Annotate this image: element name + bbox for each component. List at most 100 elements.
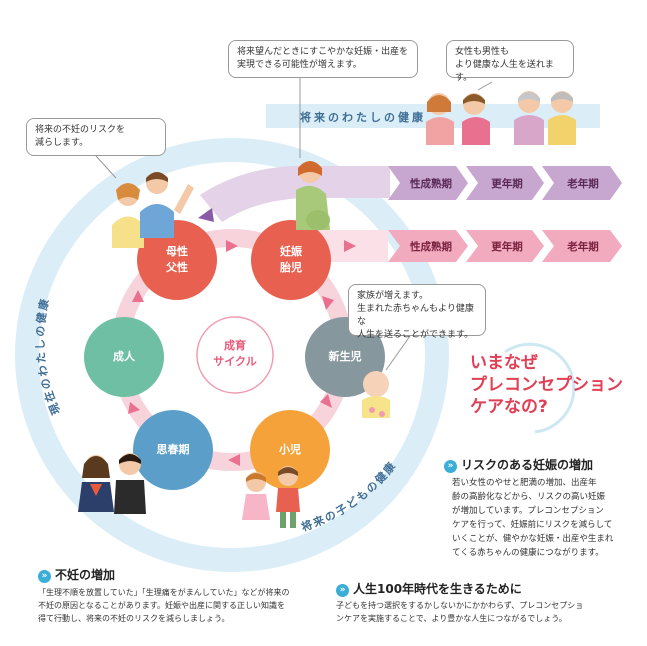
node-parents-label: 母性 父性 [147,244,207,276]
risky-line-5: いくことが、健やかな妊娠・出産や生まれ [452,534,614,544]
purple-row [388,166,622,200]
section-infertility-body: 「生理不順を放置していた」「生理痛をがまんしていた」などが将来の 不妊の原因とな… [38,586,328,625]
mother-body [112,216,144,248]
section-risky-pregnancy-body: 若い女性のやせと肥満の増加、出産年 齢の高齢化などから、リスクの高い妊娠 が増加… [452,476,632,560]
bubble-healthier-line1: 女性も男性も [455,47,510,57]
current-health-band [15,138,449,572]
chevron-right-icon: » [38,570,51,583]
bubble-healthier-life: 女性も男性も より健康な人生を送れます。 [446,40,574,83]
pink-label-2: 更年期 [491,241,523,253]
center-label: 成育 サイクル [205,338,265,370]
node-parents-line1: 母性 [166,245,188,258]
node-adult-label: 成人 [113,350,135,363]
infertility-title-text: 不妊の増加 [55,568,116,582]
baby-figure [362,371,390,418]
question-line3: ケアなの? [470,397,548,417]
node-adult [84,317,164,397]
future-people-figures [426,91,576,145]
pregnant-woman-figure [296,161,330,230]
arrow-pregnancy-strip [344,240,356,252]
question-line1: いまなぜ [470,353,538,373]
infertility-line-2: 不妊の原因となることがあります。妊娠や出産に関する正しい知識を [38,601,285,610]
bubble-pregnancy-line2: 実現できる可能性が増えます。 [237,60,362,70]
purple-label-2: 更年期 [491,178,523,190]
bubble-tail-family [385,335,411,371]
node-pregnancy-line1: 妊娠 [280,245,302,258]
risky-line-4: ケアを行って、妊娠前にリスクを減らして [452,520,613,530]
section-infertility-title: » 不妊の増加 [38,566,115,583]
bubble-family-line3: 人生を送ることができます。 [357,330,474,340]
risky-pregnancy-title-text: リスクのある妊娠の増加 [461,458,594,472]
bubble-infertility-risk: 将来の不妊のリスクを 減らします。 [26,118,166,156]
node-newborn-label: 新生児 [328,350,362,363]
bubble-family-line2: 生まれた赤ちゃんもより健康な [357,304,474,327]
node-adolescent-label: 思春期 [156,443,190,456]
chevron-right-icon: » [336,584,349,597]
node-child [250,410,330,490]
life100-line-2: ンケアを実施することで、より豊かな人生につながるでしょう。 [336,614,567,623]
infertility-line-1: 「生理不順を放置していた」「生理痛をがまんしていた」などが将来の [38,588,290,597]
life100-title-text: 人生100年時代を生きるために [353,582,522,596]
node-adolescent [133,410,213,490]
bubble-healthy-pregnancy: 将来望んだときにすこやかな妊娠・出産を 実現できる可能性が増えます。 [228,40,418,78]
purple-pointer [198,208,214,222]
bubble-family-line1: 家族が増えます。 [357,291,429,301]
pink-label-1: 性成熟期 [410,241,452,253]
center-line2: サイクル [213,355,257,368]
node-parents-line2: 父性 [166,261,188,274]
parents-figures [112,172,194,248]
purple-label-3: 老年期 [567,178,599,190]
pink-chevron-3 [542,230,622,262]
arrow-parents-pregnancy [226,240,238,252]
bubble-tail-healthier [477,81,493,91]
node-pregnancy [251,220,331,300]
teen-figures [78,453,146,514]
node-newborn [305,317,385,397]
chevron-right-icon: » [444,460,457,473]
purple-label-1: 性成熟期 [410,178,452,190]
children-figures [242,466,300,528]
center-circle [196,316,274,394]
bubble-infertility-line2: 減らします。 [35,138,89,148]
arrow-child-adolescent [228,454,240,466]
bubble-tail-infertility [95,155,117,179]
arrow-adolescent-adult [128,402,140,414]
risky-line-3: が増加しています。プレコンセプション [452,506,604,516]
node-child-label: 小児 [279,443,301,456]
infertility-line-3: 得て行動し、将来の不妊のリスクを減らしましょう。 [38,614,230,623]
bubble-family: 家族が増えます。 生まれた赤ちゃんもより健康な 人生を送ることができます。 [348,284,486,340]
section-life100-title: » 人生100年時代を生きるために [336,580,522,597]
question-bubble-ring [504,342,576,434]
life100-line-1: 子どもを持つ選択をするかしないかにかかわらず、プレコンセプショ [336,601,584,610]
purple-chevron-2 [466,166,544,200]
arrow-newborn-child [320,394,332,408]
arrow-adult-parents [132,290,144,302]
future-self-health-label: 将来のわたしの健康 [300,111,426,124]
pink-chevron-2 [466,230,544,262]
risky-line-1: 若い女性のやせと肥満の増加、出産年 [452,478,597,488]
cycle-arrows [128,240,356,466]
node-pregnancy-line2: 胎児 [280,261,302,274]
pink-label-3: 老年期 [567,241,599,253]
bubble-healthier-line2: より健康な人生を送れます。 [455,60,554,83]
section-life100-body: 子どもを持つ選択をするかしないかにかかわらず、プレコンセプショ ンケアを実施する… [336,599,626,625]
purple-chevron-3 [542,166,622,200]
purple-arc [200,165,390,222]
arrow-pregnancy-newborn [322,296,334,310]
node-parents [137,220,217,300]
bubble-pregnancy-line1: 将来望んだときにすこやかな妊娠・出産を [237,47,409,57]
node-pregnancy-label: 妊娠 胎児 [261,244,321,276]
purple-chevron-1 [388,166,468,200]
risky-line-6: てくる赤ちゃんの健康につながります。 [452,548,604,558]
question-title: いまなぜ プレコンセプション ケアなの? [470,352,640,418]
pink-row [388,230,622,262]
father-body [140,204,174,238]
center-line1: 成育 [224,339,246,352]
pink-chevron-1 [388,230,468,262]
question-line2: プレコンセプション [470,375,623,395]
bubble-infertility-line1: 将来の不妊のリスクを [35,125,126,135]
risky-line-2: 齢の高齢化などから、リスクの高い妊娠 [452,492,606,502]
section-risky-pregnancy-title: » リスクのある妊娠の増加 [444,456,593,473]
